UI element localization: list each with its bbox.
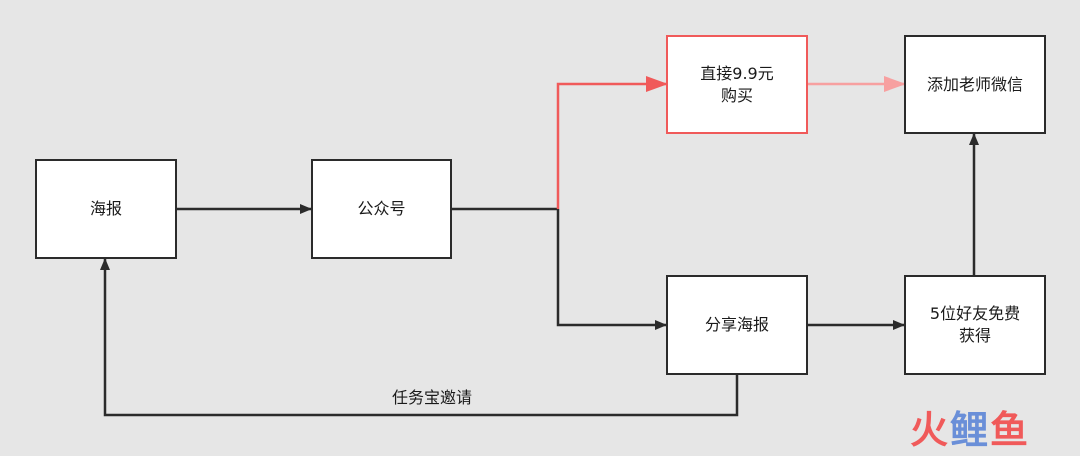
node-poster: 海报 — [35, 159, 177, 259]
edge-label-task-invite: 任务宝邀请 — [392, 388, 473, 407]
edge-share-to-poster — [100, 258, 739, 417]
node-share-poster-label: 分享海报 — [704, 315, 769, 334]
node-official-account: 公众号 — [311, 159, 452, 259]
node-add-teacher: 添加老师微信 — [904, 35, 1046, 134]
edge-split-to-buy — [556, 76, 668, 209]
node-buy-direct: 直接9.9元 购买 — [666, 35, 808, 134]
watermark-char-3: 鱼 — [990, 408, 1029, 452]
node-buy-direct-label: 直接9.9元 购买 — [700, 63, 774, 105]
node-five-friends: 5位好友免费 获得 — [904, 275, 1046, 375]
node-five-friends-label: 5位好友免费 获得 — [929, 304, 1021, 345]
brand-watermark: 火 鲤 鱼 — [910, 408, 1028, 452]
node-official-account-label: 公众号 — [357, 199, 406, 218]
edge-split-to-share — [556, 209, 667, 330]
watermark-char-1: 火 — [910, 408, 949, 452]
watermark-char-2: 鲤 — [950, 408, 989, 452]
node-share-poster: 分享海报 — [666, 275, 808, 375]
node-add-teacher-label: 添加老师微信 — [926, 74, 1023, 94]
node-poster-label: 海报 — [89, 199, 122, 218]
